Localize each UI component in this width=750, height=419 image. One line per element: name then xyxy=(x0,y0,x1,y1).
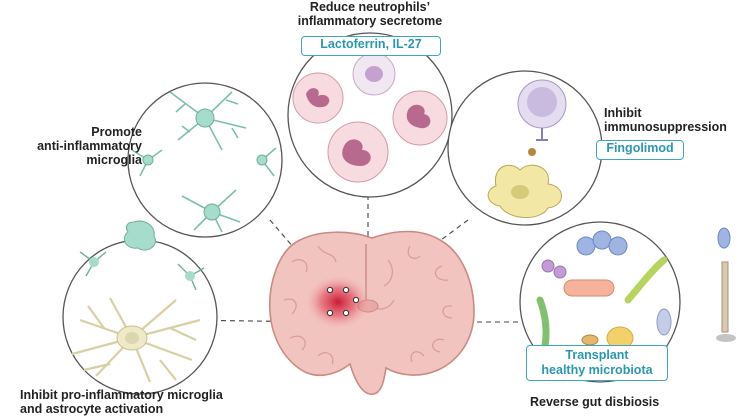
microglia-cell-icon xyxy=(131,91,277,233)
microglia-title: Promote anti-inflammatory microglia xyxy=(36,125,142,167)
immunosuppression-title: Inhibit immunosuppression xyxy=(604,106,750,134)
proinflammatory-title: Inhibit pro-inflammatory microglia and a… xyxy=(20,388,270,416)
proinflammatory-title-line2: and astrocyte activation xyxy=(20,402,164,416)
neutrophils-title-line1: Reduce neutrophils’ xyxy=(309,0,431,14)
gut-box-line2: healthy microbiota xyxy=(541,363,653,377)
gut-box-line1: Transplant xyxy=(565,348,629,362)
brain-illustration xyxy=(268,230,475,395)
neutrophil-cell-icon xyxy=(292,52,448,183)
microglia-title-line3: microglia xyxy=(86,153,142,167)
circle-proinflammatory-astrocytes xyxy=(62,220,218,395)
lesion-area xyxy=(304,274,372,330)
immunosuppression-title-line1: Inhibit xyxy=(604,106,642,120)
circle-anti-inflammatory-microglia xyxy=(127,82,283,238)
neutrophils-title: Reduce neutrophils’ inflammatory secreto… xyxy=(290,0,450,28)
microglia-title-line1: Promote xyxy=(91,125,142,139)
gut-treatment-box: Transplant healthy microbiota xyxy=(526,345,668,381)
circle-gut-microbiota xyxy=(519,221,681,383)
gut-title: Reverse gut disbiosis xyxy=(530,395,660,409)
circle-neutrophils xyxy=(287,32,453,198)
microglia-title-line2: anti-inflammatory xyxy=(37,139,142,153)
proinflammatory-title-line1: Inhibit pro-inflammatory microglia xyxy=(20,388,223,402)
immunosuppression-title-line2: immunosuppression xyxy=(604,120,727,134)
immunosuppression-treatment-box: Fingolimod xyxy=(596,140,684,160)
astrocyte-cell-icon xyxy=(71,220,205,383)
lab-equipment-icon xyxy=(716,227,736,342)
neutrophils-treatment-box: Lactoferrin, IL-27 xyxy=(301,36,441,56)
immune-cell-icon xyxy=(487,79,567,219)
circle-immunosuppression xyxy=(447,70,603,226)
neutrophils-title-line2: inflammatory secretome xyxy=(297,14,443,28)
